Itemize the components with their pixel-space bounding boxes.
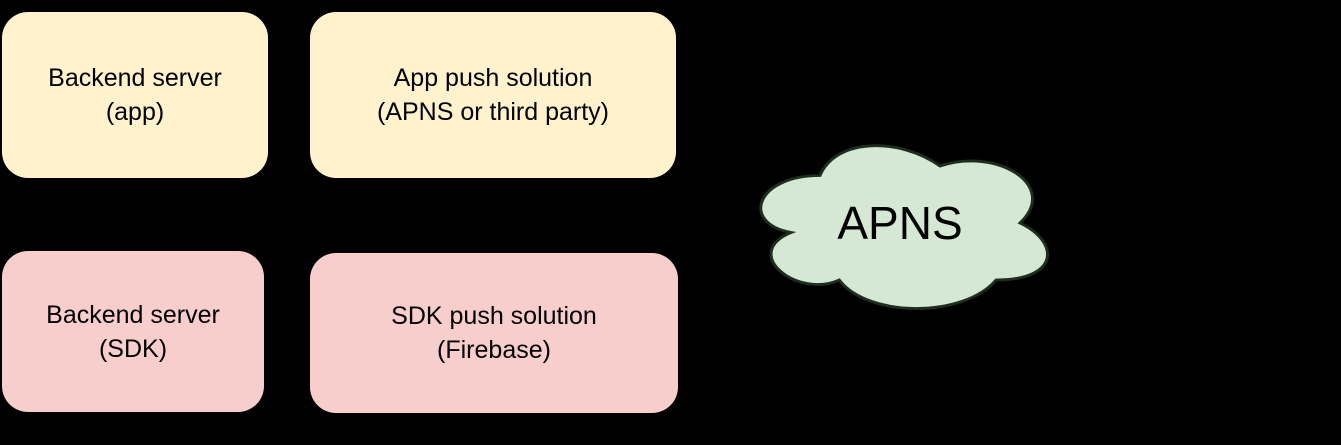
node-label-line: (APNS or third party) bbox=[376, 98, 609, 126]
node-label-line: Backend server bbox=[48, 64, 222, 92]
node-label-line: App push solution bbox=[393, 64, 593, 92]
apns-cloud: APNS bbox=[740, 128, 1060, 318]
cloud-label: APNS bbox=[837, 197, 963, 249]
node-label-line: (Firebase) bbox=[437, 336, 551, 364]
node-app-push-solution: App push solution (APNS or third party) bbox=[310, 12, 676, 178]
node-backend-server-sdk: Backend server (SDK) bbox=[2, 251, 264, 412]
cloud-icon bbox=[759, 144, 1049, 310]
node-label-line: SDK push solution bbox=[391, 302, 597, 330]
node-sdk-push-solution: SDK push solution (Firebase) bbox=[310, 253, 678, 413]
node-label-line: (SDK) bbox=[98, 334, 168, 363]
node-label-line: (app) bbox=[105, 98, 165, 126]
node-backend-server-app: Backend server (app) bbox=[2, 12, 268, 178]
node-label-line: Backend server bbox=[46, 300, 220, 329]
